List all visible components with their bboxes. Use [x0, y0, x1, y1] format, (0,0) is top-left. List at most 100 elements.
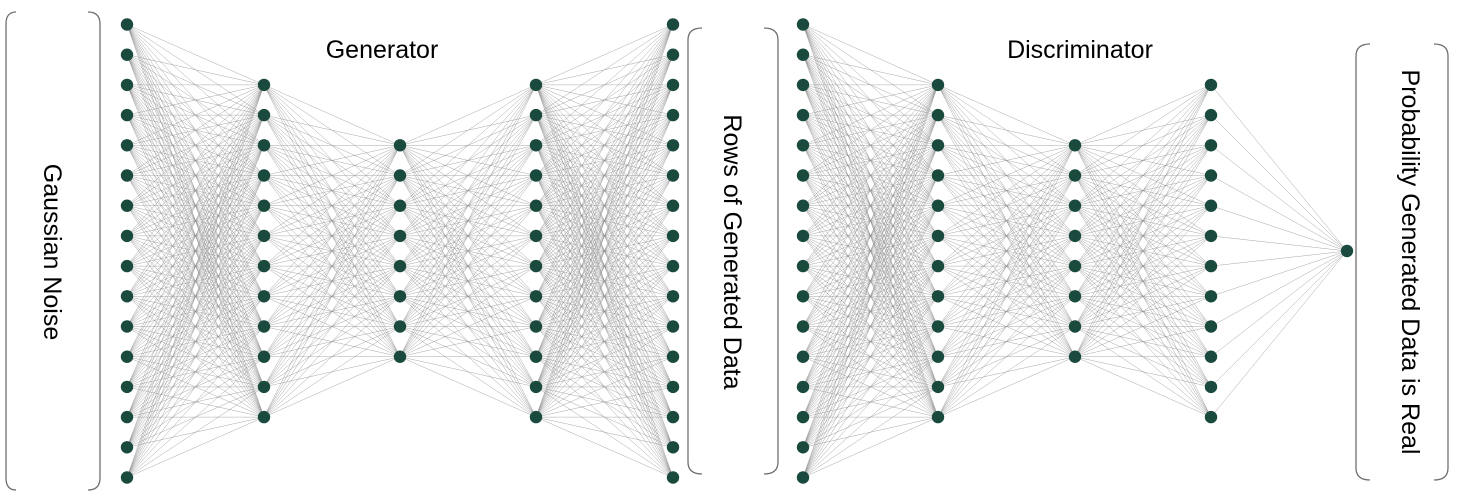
gaussian-noise-label: Gaussian Noise — [38, 164, 66, 340]
discriminator-node-layer-2 — [931, 290, 945, 303]
generator-node-layer-5 — [666, 48, 680, 61]
discriminator-edge — [802, 24, 939, 86]
discriminator-edge — [1074, 356, 1212, 418]
generator-edge — [263, 145, 401, 206]
generator-node-layer-2 — [257, 350, 271, 363]
discriminator-edge — [1074, 205, 1212, 357]
discriminator-node-layer-1 — [796, 410, 810, 424]
generator-node-layer-5 — [666, 78, 680, 92]
discriminator-node-layer-2 — [931, 139, 945, 152]
generator-edge — [126, 84, 265, 116]
discriminator-edge — [937, 296, 1076, 418]
generator-node-layer-1 — [120, 48, 134, 61]
discriminator-edge — [802, 205, 939, 478]
discriminator-edge — [1210, 250, 1348, 357]
discriminator-edge — [937, 145, 1076, 418]
generator-edge — [535, 356, 674, 418]
discriminator-node-layer-4 — [1204, 320, 1218, 333]
generator-edge — [535, 416, 674, 478]
generator-edge — [535, 296, 674, 418]
generator-edge — [126, 386, 265, 478]
generator-node-layer-5 — [666, 320, 680, 333]
discriminator-edge — [937, 145, 1076, 297]
generator-node-layer-1 — [120, 441, 134, 454]
generator-node-layer-3 — [393, 139, 407, 152]
generator-edge — [399, 205, 537, 357]
discriminator-node-layer-3 — [1068, 229, 1082, 243]
discriminator-node-layer-1 — [796, 380, 810, 394]
generator-edge — [399, 84, 537, 267]
generator-edge — [263, 145, 401, 357]
discriminator-edge — [802, 84, 939, 418]
discriminator-edge — [937, 145, 1076, 206]
discriminator-node-layer-1 — [796, 18, 810, 31]
generator-node-layer-3 — [393, 259, 407, 273]
discriminator-edge — [802, 416, 939, 478]
discriminator-edge — [1074, 84, 1212, 146]
generator-node-layer-4 — [529, 350, 543, 363]
discriminator-node-layer-2 — [931, 320, 945, 333]
generator-edge — [535, 24, 674, 387]
generator-edge — [126, 326, 265, 478]
generator-edge — [535, 24, 674, 176]
generator-node-layer-1 — [120, 78, 134, 92]
generator-edge — [535, 386, 674, 418]
generator-node-layer-1 — [120, 471, 134, 484]
generator-edge — [126, 84, 265, 478]
generator-node-layer-1 — [120, 18, 134, 31]
generator-node-layer-1 — [120, 229, 134, 243]
discriminator-edge — [1210, 250, 1348, 327]
generator-node-layer-5 — [666, 139, 680, 152]
discriminator-node-layer-1 — [796, 350, 810, 363]
generator-edge — [399, 84, 537, 327]
discriminator-edge — [802, 84, 939, 388]
discriminator-node-layer-5 — [1340, 244, 1354, 258]
discriminator-node-layer-2 — [931, 78, 945, 92]
discriminator-edge — [937, 175, 1076, 418]
discriminator-node-layer-4 — [1204, 229, 1218, 243]
discriminator-node-layer-1 — [796, 139, 810, 152]
generator-node-layer-2 — [257, 169, 271, 182]
generator-node-layer-2 — [257, 199, 271, 212]
discriminator-node-layer-4 — [1204, 78, 1218, 92]
discriminator-edge — [937, 235, 1076, 418]
generator-edge — [126, 175, 265, 478]
discriminator-node-layer-3 — [1068, 199, 1082, 212]
discriminator-edge — [937, 356, 1076, 418]
discriminator-edge — [1210, 250, 1348, 297]
discriminator-edge — [1074, 235, 1212, 357]
discriminator-edge — [1074, 84, 1212, 267]
generated-rows-bracket-right — [763, 27, 779, 475]
generator-edge — [399, 84, 537, 176]
generator-edge — [126, 235, 265, 478]
discriminator-edge — [802, 84, 939, 206]
discriminator-edge — [1210, 250, 1348, 388]
generator-edge — [535, 24, 674, 237]
generator-node-layer-2 — [257, 229, 271, 243]
generator-edge — [399, 175, 537, 357]
generator-node-layer-4 — [529, 290, 543, 303]
generator-edge — [535, 24, 674, 206]
discriminator-node-layer-1 — [796, 259, 810, 273]
discriminator-node-layer-4 — [1204, 139, 1218, 152]
discriminator-edge — [802, 145, 939, 478]
generator-edge — [263, 265, 401, 418]
discriminator-edge — [1210, 235, 1348, 252]
generator-edge — [535, 24, 674, 297]
generator-edge — [399, 265, 537, 357]
discriminator-edge — [1074, 356, 1212, 388]
generator-title: Generator — [326, 36, 439, 64]
generator-edge — [535, 24, 674, 116]
discriminator-edge — [802, 84, 939, 478]
generator-edge — [126, 296, 265, 478]
generator-node-layer-4 — [529, 259, 543, 273]
generator-edge — [399, 356, 537, 388]
generator-node-layer-1 — [120, 410, 134, 424]
generator-node-layer-2 — [257, 259, 271, 273]
generator-node-layer-2 — [257, 139, 271, 152]
discriminator-edge — [802, 54, 939, 86]
discriminator-edge — [937, 114, 1076, 146]
generator-node-layer-4 — [529, 108, 543, 122]
generator-edge — [263, 296, 401, 418]
discriminator-edge — [1074, 145, 1212, 357]
